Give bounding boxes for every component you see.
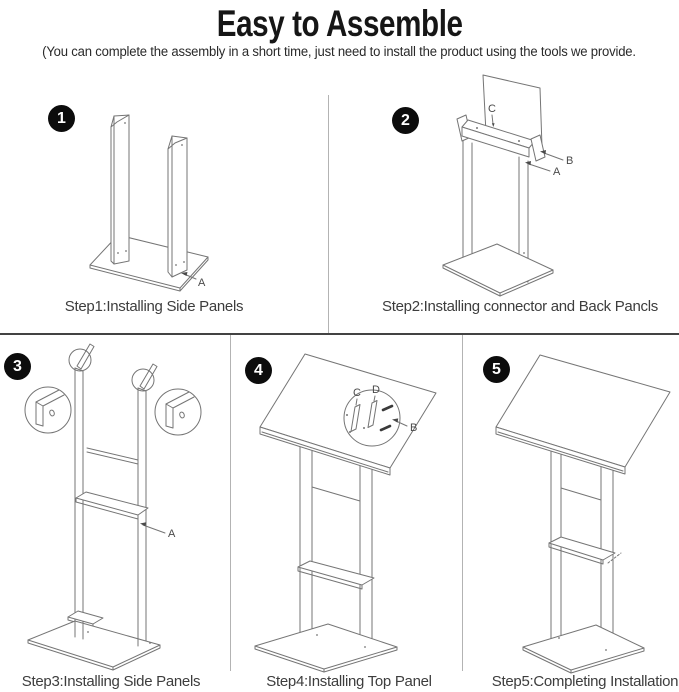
step4-illustration: C D B — [235, 335, 460, 670]
step4-label-B: B — [392, 418, 417, 434]
svg-text:C: C — [353, 387, 361, 399]
step1-badge: 1 — [48, 105, 75, 132]
divider-horizontal-middle — [0, 333, 679, 335]
divider-vertical-bottom-right — [462, 335, 463, 671]
page-title: Easy to Assemble — [216, 3, 463, 44]
header: Easy to Assemble — [0, 3, 679, 44]
step1-illustration: A — [85, 105, 225, 300]
step4-label-C: C — [353, 387, 361, 405]
step1-label-A: A — [181, 272, 206, 289]
step5-caption: Step5:Completing Installation — [491, 673, 679, 690]
step2-connector-beam — [457, 115, 545, 161]
step3-right-callout-circle — [155, 389, 201, 435]
step5-base-plate — [523, 625, 644, 673]
step4-caption: Step4:Installing Top Panel — [266, 673, 432, 690]
step2-label-A: A — [525, 161, 561, 178]
svg-text:A: A — [198, 277, 206, 289]
svg-text:B: B — [410, 422, 417, 434]
step5-badge: 5 — [483, 356, 510, 383]
step2-base-plate — [443, 244, 553, 296]
step3-caption: Step3:Installing Side Panels — [21, 673, 201, 690]
step5-top-panel — [496, 355, 670, 474]
step4-base-plate — [255, 624, 397, 672]
step3-base-plate — [28, 621, 160, 670]
step1-right-side-panel — [168, 136, 187, 277]
step4-badge: 4 — [245, 357, 272, 384]
step3-badge: 3 — [4, 353, 31, 380]
step2-caption: Step2:Installing connector and Back Panc… — [382, 298, 658, 315]
step1-left-side-panel — [111, 115, 129, 264]
step3-illustration: A — [10, 340, 220, 670]
step2-illustration: C B A — [435, 65, 573, 310]
svg-text:A: A — [168, 528, 176, 540]
step3-cross-rail — [87, 448, 138, 464]
step3-label-A: A — [140, 522, 176, 540]
step5-pedestal — [549, 448, 621, 656]
step1-base-plate — [90, 235, 208, 291]
svg-text:A: A — [553, 166, 561, 178]
step1-caption: Step1:Installing Side Panels — [64, 298, 244, 315]
step5-illustration — [465, 340, 677, 670]
step2-label-B: B — [540, 150, 573, 167]
svg-text:C: C — [488, 103, 496, 115]
svg-text:D: D — [372, 384, 380, 396]
step4-callout-circle — [344, 390, 400, 446]
divider-vertical-top — [328, 95, 329, 333]
step3-left-post — [69, 344, 94, 638]
svg-text:B: B — [566, 155, 573, 167]
step2-label-C: C — [488, 103, 496, 127]
step3-left-callout-circle — [25, 387, 71, 433]
step3-middle-shelf — [76, 492, 148, 519]
page-subtitle: (You can complete the assembly in a shor… — [42, 44, 637, 59]
step2-badge: 2 — [392, 107, 419, 134]
step4-pedestal — [298, 445, 374, 651]
step4-label-D: D — [372, 384, 380, 401]
divider-vertical-bottom-left — [230, 335, 231, 671]
